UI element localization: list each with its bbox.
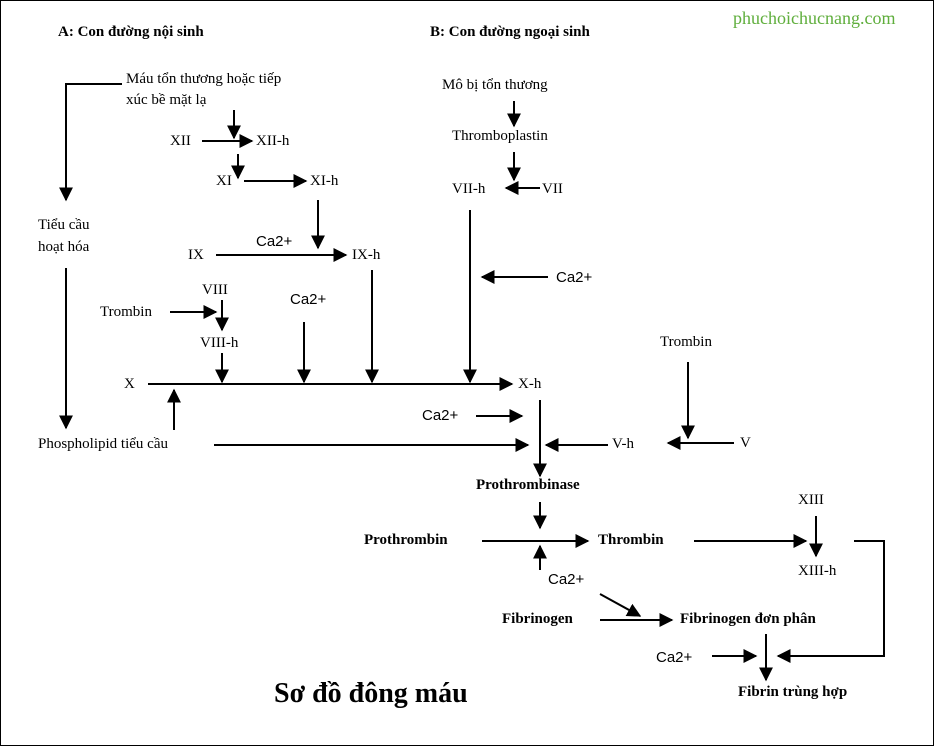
arrow-xiii-h-to-fibrin: [776, 540, 885, 663]
label-xi-h: XI-h: [310, 173, 339, 189]
label-ca-x: Ca2+: [290, 291, 327, 308]
label-v-h: V-h: [612, 436, 634, 452]
label-thrombin: Thrombin: [598, 532, 664, 548]
label-trigger-line2: xúc bề mặt lạ: [126, 92, 207, 108]
label-x-h: X-h: [518, 376, 542, 392]
label-xii-h: XII-h: [256, 133, 290, 149]
label-trigger-line1: Máu tổn thương hoặc tiếp: [126, 71, 282, 87]
label-ix: IX: [188, 247, 204, 263]
heading-intrinsic: A: Con đường nội sinh: [58, 24, 204, 40]
label-phospholipid: Phospholipid tiểu cầu: [38, 436, 168, 452]
label-prothrombin: Prothrombin: [364, 532, 448, 548]
label-thromboplastin: Thromboplastin: [452, 128, 548, 144]
label-ca-prothrombin: Ca2+: [548, 571, 585, 588]
label-ca-extrinsic: Ca2+: [556, 269, 593, 286]
label-vii: VII: [542, 181, 563, 197]
label-ix-h: IX-h: [352, 247, 381, 263]
heading-extrinsic: B: Con đường ngoại sinh: [430, 24, 590, 40]
label-fibrinogen-monomer: Fibrinogen đơn phân: [680, 611, 816, 627]
label-tissue: Mô bị tổn thương: [442, 77, 548, 93]
label-x: X: [124, 376, 135, 392]
label-viii: VIII: [202, 282, 228, 298]
label-platelet-line1: Tiểu cầu: [38, 217, 90, 233]
label-xiii: XIII: [798, 492, 824, 508]
label-xi: XI: [216, 173, 232, 189]
watermark: phuchoichucnang.com: [733, 8, 896, 28]
label-ca-fibrin: Ca2+: [656, 649, 693, 666]
label-v: V: [740, 435, 751, 451]
diagram-title: Sơ đồ đông máu: [274, 678, 468, 709]
label-platelet-line2: hoạt hóa: [38, 239, 90, 255]
arrow-thrombin-to-fibrinogen-reaction: [599, 593, 642, 617]
label-trombin-v: Trombin: [660, 334, 712, 350]
label-xiii-h: XIII-h: [798, 563, 837, 579]
label-trombin-viii: Trombin: [100, 304, 152, 320]
label-viii-h: VIII-h: [200, 335, 239, 351]
label-fibrin-polymer: Fibrin trùng hợp: [738, 684, 848, 700]
label-ca-ix: Ca2+: [256, 233, 293, 250]
label-fibrinogen: Fibrinogen: [502, 611, 573, 627]
label-ca-x-h: Ca2+: [422, 407, 459, 424]
arrow-trigger-to-platelet: [59, 83, 122, 202]
label-vii-h: VII-h: [452, 181, 486, 197]
label-xii: XII: [170, 133, 191, 149]
label-prothrombinase: Prothrombinase: [476, 477, 580, 493]
